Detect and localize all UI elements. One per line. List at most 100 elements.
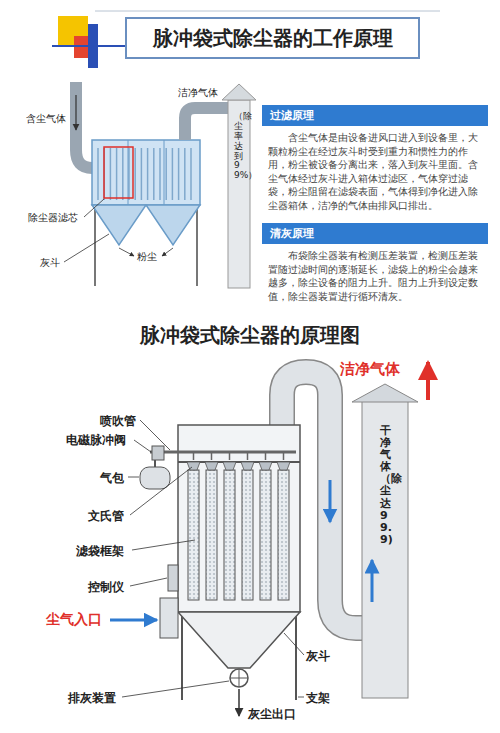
filter-bag <box>97 148 99 200</box>
filter-bag <box>190 148 192 200</box>
collector-sketch <box>94 205 96 286</box>
principle-panel: 清灰原理布袋除尘器装有检测压差装置，检测压差装置随过滤时间的逐渐延长，滤袋上的粉… <box>262 223 488 303</box>
part-label: 排灰装置 <box>68 690 116 707</box>
part-label: 洁净气体 <box>340 360 400 379</box>
heading: 脉冲袋式除尘器的原理图 <box>0 322 500 349</box>
part-label: 粉尘 <box>137 250 157 264</box>
filter-bag <box>141 148 143 200</box>
leader-line <box>64 234 109 262</box>
filter-bag <box>265 452 267 460</box>
leader-line <box>134 440 151 452</box>
decoration <box>52 11 440 68</box>
filter-bag <box>229 452 231 460</box>
part-label: 除尘器滤芯 <box>28 211 78 225</box>
duct <box>352 384 418 402</box>
leader-line <box>130 467 192 515</box>
part-label: 控制仪 <box>88 579 124 596</box>
vertical-note: 干净气体（除尘达99.9) <box>380 425 391 546</box>
decoration <box>52 45 125 47</box>
section-body: 布袋除尘器装有检测压差装置，检测压差装置随过滤时间的逐渐延长，滤袋上的粉尘会越来… <box>262 244 488 303</box>
filter-bag <box>242 470 253 600</box>
bag-filter-housing <box>140 467 170 489</box>
part-label: 气包 <box>100 470 124 487</box>
filter-bag <box>211 452 213 460</box>
leader-line <box>130 578 167 586</box>
collector-sketch <box>128 140 129 205</box>
filter-bag <box>259 462 272 470</box>
leader-line <box>128 477 139 478</box>
filter-bag <box>134 148 136 200</box>
principle-panel: 过滤原理含尘气体是由设备进风口进入到设备里，大颗粒粉尘在经过灰斗时受到重力和惯性… <box>262 105 488 212</box>
filter-bag <box>224 470 235 600</box>
leader-line <box>119 248 134 256</box>
bag-filter-housing <box>178 612 300 668</box>
filter-bag <box>116 148 118 200</box>
duct <box>371 560 374 602</box>
duct <box>362 400 408 698</box>
leader-line <box>122 681 229 697</box>
collector-sketch <box>222 84 256 100</box>
leader-line <box>298 697 304 698</box>
leader-line <box>110 619 157 622</box>
filter-bag <box>165 148 167 200</box>
filter-bag <box>278 470 289 600</box>
collector-sketch <box>92 205 146 245</box>
collector-sketch <box>92 140 200 205</box>
part-label: 灰尘出口 <box>248 706 296 723</box>
collector-sketch <box>146 205 200 245</box>
filter-bag <box>147 148 149 200</box>
vertical-note: （除尘率达到99%） <box>234 112 243 181</box>
collector-sketch <box>76 82 92 168</box>
filter-bag <box>247 452 249 460</box>
collector-sketch <box>75 95 76 130</box>
bag-filter-housing <box>295 612 297 700</box>
part-label: 文氏管 <box>88 508 124 525</box>
bag-filter-housing <box>168 565 178 591</box>
duct <box>426 362 430 400</box>
bag-filter-housing <box>238 689 240 716</box>
bag-filter-housing <box>230 669 248 687</box>
filter-bag <box>187 452 290 600</box>
leader-line <box>162 248 173 256</box>
title: 脉冲袋式除尘器的工作原理 <box>153 25 393 52</box>
part-label: 含尘气体 <box>26 112 66 126</box>
part-label: 灰斗 <box>306 648 330 665</box>
collector-sketch <box>104 147 133 198</box>
filter-bag <box>122 148 124 200</box>
leader-line <box>110 420 304 697</box>
leader-line <box>132 540 195 550</box>
duct <box>282 362 428 698</box>
filter-bag <box>193 452 195 460</box>
title-box: 脉冲袋式除尘器的工作原理 <box>125 17 420 59</box>
decoration <box>95 11 440 12</box>
filter-bag <box>205 462 218 470</box>
filter-bag <box>159 148 161 200</box>
collector-sketch <box>76 82 256 288</box>
filter-bag <box>206 470 217 600</box>
part-label: 电磁脉冲阀 <box>66 432 126 449</box>
section-body: 含尘气体是由设备进风口进入到设备里，大颗粒粉尘在经过灰斗时受到重力和惯性力的作用… <box>262 126 488 212</box>
collector-sketch <box>164 140 165 205</box>
part-label: 支架 <box>306 690 330 707</box>
filter-bag <box>188 470 199 600</box>
section-heading: 过滤原理 <box>262 105 488 126</box>
bag-filter-housing <box>140 425 300 716</box>
filter-bag <box>241 462 254 470</box>
bag-filter-housing <box>152 446 164 460</box>
filter-bag <box>110 148 112 200</box>
filter-bag <box>184 148 186 200</box>
part-label: 尘气入口 <box>46 611 102 629</box>
filter-bag <box>260 470 271 600</box>
filter-bag <box>283 452 285 460</box>
collector-sketch <box>196 205 198 286</box>
section-heading: 清灰原理 <box>262 223 488 244</box>
leader-line <box>84 199 104 217</box>
leader-line <box>284 633 304 655</box>
part-label: 喷吹管 <box>100 413 136 430</box>
filter-bag <box>172 148 174 200</box>
filter-bag <box>277 462 290 470</box>
bag-filter-housing <box>150 451 296 454</box>
collector-sketch <box>228 100 250 288</box>
collector-sketch <box>185 108 228 140</box>
